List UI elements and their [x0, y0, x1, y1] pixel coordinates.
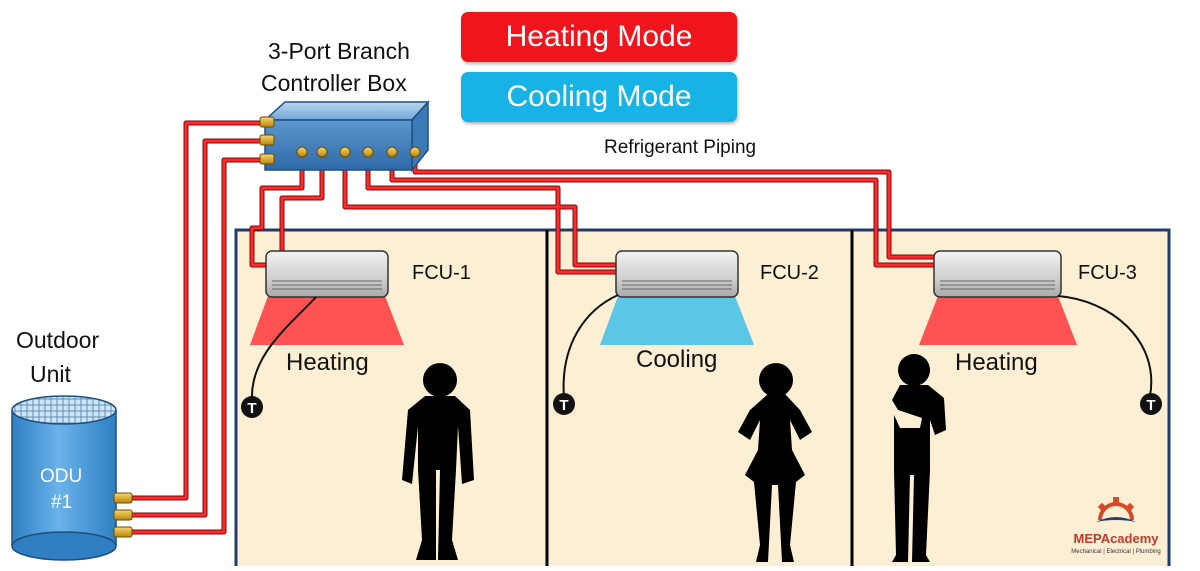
fcu-3-unit	[933, 250, 1062, 298]
branch-controller-box	[259, 100, 430, 173]
branch-box-title-line1: 3-Port Branch	[268, 38, 410, 64]
fcu-1-label: FCU-1	[412, 262, 471, 284]
thermostat-icon-3: T	[1140, 393, 1162, 415]
refrigerant-piping	[123, 120, 938, 535]
fcu-3-label: FCU-3	[1078, 262, 1137, 284]
outdoor-unit-label-line2: Unit	[30, 361, 71, 387]
thermostat-icon-1: T	[241, 396, 263, 418]
room-2-mode-label: Cooling	[636, 346, 718, 373]
person-silhouette-woman	[738, 363, 812, 562]
outdoor-unit-fan-grille	[11, 395, 117, 425]
logo-tagline: Mechanical | Electrical | Plumbing	[1071, 549, 1161, 555]
thermostat-wiring	[250, 294, 1153, 401]
cooling-mode-legend: Cooling Mode	[461, 72, 737, 122]
fcu-2-unit	[615, 250, 739, 298]
outdoor-unit	[11, 395, 133, 561]
svg-text:T: T	[1146, 397, 1155, 414]
svg-text:T: T	[559, 397, 568, 414]
branch-box-ports	[259, 116, 421, 165]
fcu-2-label: FCU-2	[760, 262, 819, 284]
logo-name: MEPAcademy	[1073, 531, 1159, 546]
heating-mode-legend: Heating Mode	[461, 12, 737, 62]
fcu-1-unit	[265, 250, 389, 298]
heating-airflow-1	[250, 296, 404, 345]
room-1-mode-label: Heating	[286, 349, 369, 376]
outdoor-unit-label-line1: Outdoor	[16, 327, 100, 353]
mep-academy-logo: MEPAcademy Mechanical | Electrical | Plu…	[1071, 497, 1161, 555]
odu-tag-line2: #1	[51, 492, 73, 513]
building-outline	[234, 228, 1171, 566]
room-3-mode-label: Heating	[955, 349, 1038, 376]
heating-airflow-3	[919, 296, 1077, 345]
odu-tag-line1: ODU	[40, 466, 83, 487]
refrigerant-piping-label: Refrigerant Piping	[604, 137, 757, 158]
branch-box-title-line2: Controller Box	[261, 70, 407, 96]
person-silhouette-man-2	[892, 354, 946, 562]
svg-text:T: T	[247, 400, 256, 417]
person-silhouette-man-1	[402, 363, 474, 560]
rooms-building	[234, 228, 1171, 566]
thermostat-icon-2: T	[553, 393, 575, 415]
logo-gear-icon	[1098, 502, 1134, 521]
cooling-airflow-2	[600, 296, 754, 345]
